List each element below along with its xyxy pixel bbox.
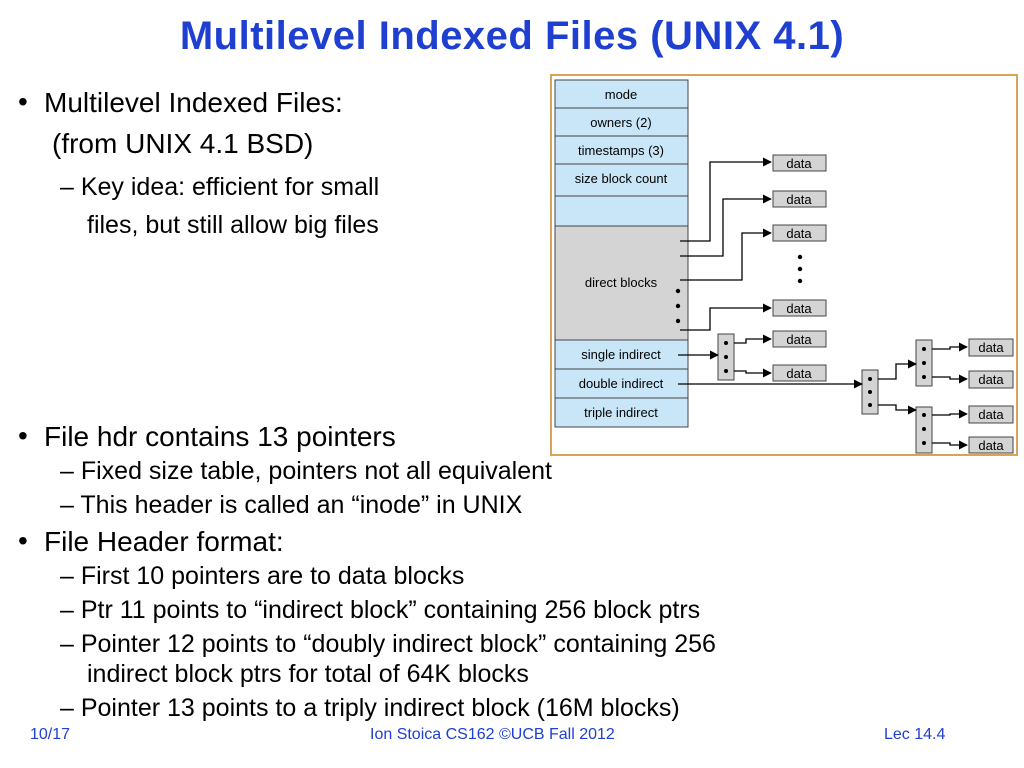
inode-row-single: [554, 339, 689, 370]
sub-bullet-text: – Ptr 11 points to “indirect block” cont…: [60, 596, 701, 624]
data-label: data: [978, 407, 1004, 422]
sub-bullet-text: – Fixed size table, pointers not all equ…: [60, 457, 552, 485]
direct-pointers: [680, 157, 772, 331]
data-block: [968, 436, 1014, 454]
sub-bullet-text: – Pointer 12 points to “doubly indirect …: [60, 630, 716, 658]
single-indirect-pointers: [678, 334, 772, 378]
sub-bullet-text: – First 10 pointers are to data blocks: [60, 562, 465, 590]
inode-table: mode owners (2) timestamps (3) size bloc…: [554, 79, 689, 428]
inode-label: triple indirect: [584, 405, 658, 420]
inode-diagram: mode owners (2) timestamps (3) size bloc…: [550, 74, 1018, 456]
footer-lecture: Lec 14.4: [884, 726, 946, 743]
data-block: [968, 370, 1014, 389]
footer-credit: Ion Stoica CS162 ©UCB Fall 2012: [370, 726, 615, 743]
slide-title: Multilevel Indexed Files (UNIX 4.1): [179, 14, 845, 58]
data-block: [968, 405, 1014, 424]
data-block: [968, 338, 1014, 357]
bullet-text: Multilevel Indexed Files:: [44, 87, 343, 118]
inode-diagram-svg: mode owners (2) timestamps (3) size bloc…: [554, 79, 1014, 454]
inode-row-triple: [554, 397, 689, 428]
data-label: data: [786, 332, 812, 347]
sub-bullet-text-cont: indirect block ptrs for total of 64K blo…: [87, 660, 529, 688]
inode-label: single indirect: [581, 347, 661, 362]
data-label: data: [786, 226, 812, 241]
data-block: [772, 224, 827, 242]
data-block: [772, 364, 827, 382]
bullet-dot: •: [18, 420, 28, 451]
data-label: data: [978, 340, 1004, 355]
inode-row-blank: [554, 195, 689, 227]
inode-row-size: [554, 163, 689, 197]
data-block: [772, 299, 827, 317]
data-label: data: [786, 156, 812, 171]
data-blocks: data data data data data data data data …: [772, 154, 1014, 454]
inode-row-direct: [554, 225, 689, 341]
inode-label: double indirect: [579, 376, 664, 391]
data-label: data: [978, 372, 1004, 387]
bullet-text: File hdr contains 13 pointers: [44, 421, 396, 452]
inode-label: size block count: [575, 171, 668, 186]
double-indirect-fanout: [878, 342, 968, 450]
inode-label: mode: [605, 87, 638, 102]
bullet-dot: •: [18, 525, 28, 556]
data-block: [772, 154, 827, 172]
sub-bullet-text: – This header is called an “inode” in UN…: [60, 491, 523, 519]
sub-bullet-text-cont: files, but still allow big files: [87, 211, 379, 239]
data-label: data: [978, 438, 1004, 453]
bullet-text: File Header format:: [44, 526, 284, 557]
data-block: [772, 190, 827, 208]
sub-bullet-text: – Key idea: efficient for small: [60, 173, 380, 201]
inode-row-mode: [554, 79, 689, 109]
inode-label: owners (2): [590, 115, 651, 130]
data-block: [772, 330, 827, 348]
sub-bullet-text: – Pointer 13 points to a triply indirect…: [60, 694, 680, 722]
bullet-dot: •: [18, 86, 28, 117]
direct-ellipsis: [675, 288, 681, 324]
inode-label: direct blocks: [585, 275, 658, 290]
data-label: data: [786, 366, 812, 381]
data-label: data: [786, 192, 812, 207]
bullet-text-cont: (from UNIX 4.1 BSD): [52, 128, 314, 159]
inode-row-owners: [554, 107, 689, 137]
inode-label: timestamps (3): [578, 143, 664, 158]
data-label: data: [786, 301, 812, 316]
inode-row-timestamps: [554, 135, 689, 165]
footer-page: 10/17: [30, 726, 71, 743]
data-ellipsis: [797, 254, 803, 284]
